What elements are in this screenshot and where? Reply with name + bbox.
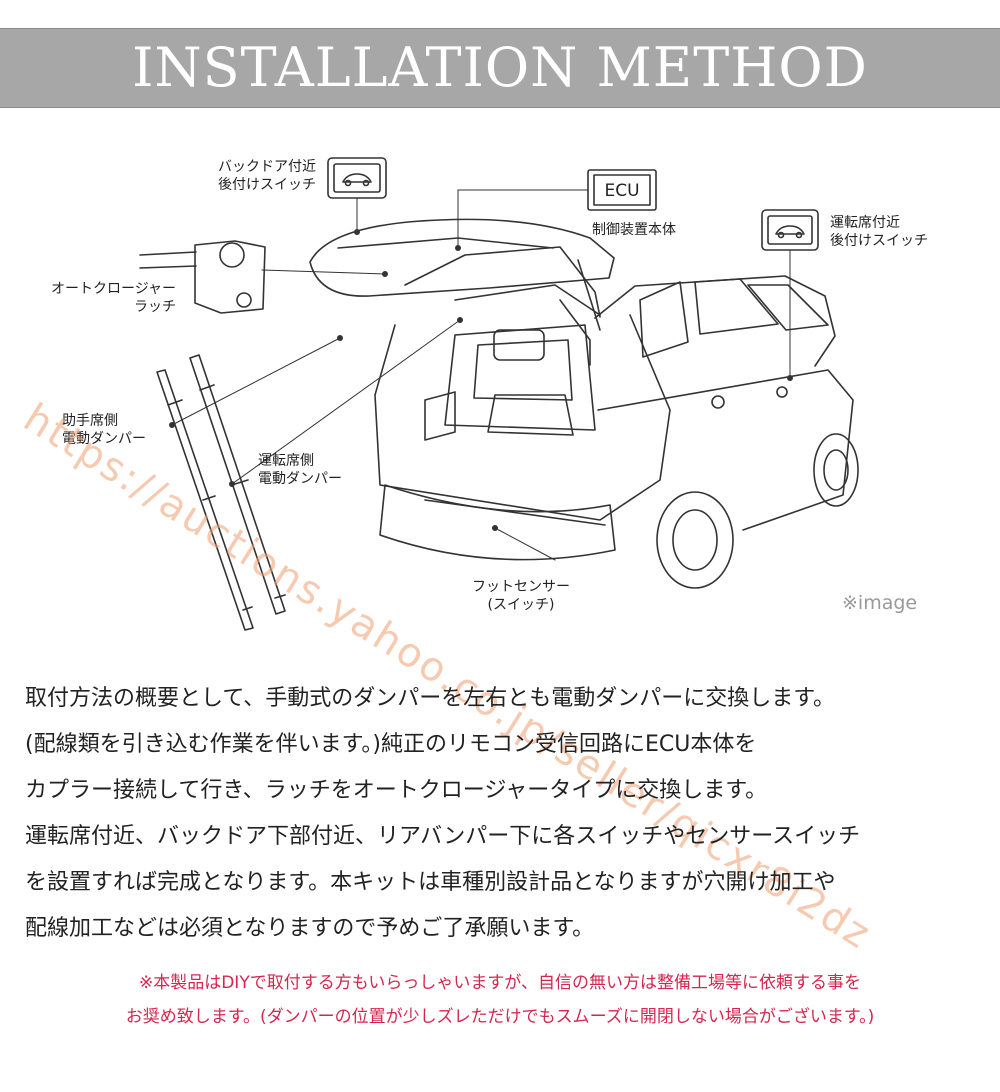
description-line: 配線加工などは必須となりますので予めご了承願います。 (25, 916, 595, 941)
notice-line: お奨め致します。(ダンパーの位置が少しズレただけでもスムーズに開閉しない場合がご… (125, 1007, 875, 1027)
page-title: INSTALLATION METHOD (132, 36, 868, 99)
driver-switch-icon (761, 209, 819, 251)
driver-damper-icon (189, 354, 286, 615)
title-banner: INSTALLATION METHOD (0, 28, 1000, 108)
latch-icon (139, 240, 266, 314)
label-passenger-damper: 助手席側 電動ダンパー (62, 413, 146, 447)
description-line: 運転席付近、バックドア下部付近、リアバンパー下に各スイッチやセンサースイッチ (25, 824, 861, 849)
description-line: カプラー接続して行き、ラッチをオートクロージャータイプに交換します。 (25, 778, 768, 803)
image-note: ※image (842, 592, 918, 614)
label-foot-sensor: フットセンサー (スイッチ) (472, 579, 570, 613)
installation-diagram: バックドア付近 後付けスイッチ ECU 制御装置本体 運転席付近 後付けスイッチ… (0, 130, 1000, 650)
notice-line: ※本製品はDIYで取付する方もいらっしゃいますが、自信の無い方は整備工場等に依頼… (138, 973, 862, 993)
description-text: 取付方法の概要として、手動式のダンパーを左右とも電動ダンパーに交換します。 (配… (25, 676, 985, 952)
backdoor-switch-icon (327, 157, 387, 199)
description-line: (配線類を引き込む作業を伴います。)純正のリモコン受信回路にECU本体を (25, 732, 757, 757)
label-ecu-caption: 制御装置本体 (592, 222, 676, 238)
car-illustration (309, 218, 859, 589)
passenger-damper-icon (156, 369, 254, 631)
notice-text: ※本製品はDIYで取付する方もいらっしゃいますが、自信の無い方は整備工場等に依頼… (0, 966, 1000, 1034)
label-driver-switch: 運転席付近 後付けスイッチ (830, 215, 928, 249)
description-line: を設置すれば完成となります。本キットは車種別設計品となりますが穴開け加工や (25, 870, 836, 895)
label-ecu: ECU (604, 181, 640, 201)
label-latch: オートクロージャー ラッチ (50, 281, 176, 315)
label-backdoor-switch: バックドア付近 後付けスイッチ (218, 159, 316, 193)
diagram-illustration (139, 157, 859, 631)
label-driver-damper: 運転席側 電動ダンパー (258, 453, 342, 487)
description-line: 取付方法の概要として、手動式のダンパーを左右とも電動ダンパーに交換します。 (25, 686, 836, 711)
